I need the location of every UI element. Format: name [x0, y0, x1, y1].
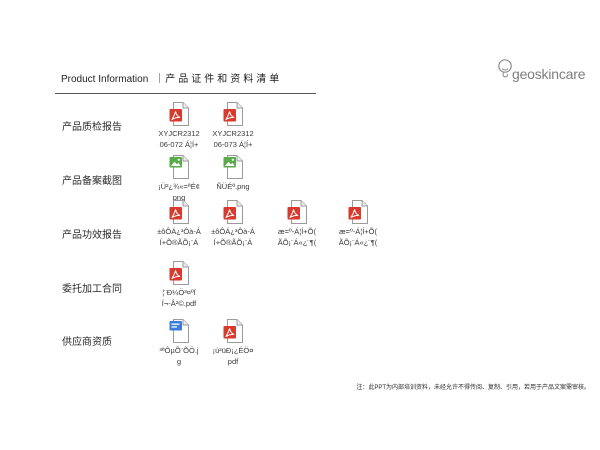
- file-name-line: ±ôÔÁ¿³Ôà-Á: [211, 227, 255, 236]
- file-name: ³ªÔµÕ¨ÕÖ.j g: [152, 345, 206, 367]
- file-name: ¡Ü²¿¾«=ªÉ¢ png: [152, 181, 206, 203]
- pdf-file-attachment[interactable]: ±ôÔÁ¿³Ôà-Á Í+Õ®ÃÕ¡¨Á: [152, 200, 206, 252]
- page-title-cn: 产品证件和资料清单: [165, 74, 283, 85]
- file-name: ¡ú²üÐ¡¿ÉÖ¤ pdf: [206, 345, 260, 367]
- file-name-line: æ=º-Á¦Í+Õ(: [277, 227, 317, 236]
- file-name-line: g: [176, 357, 182, 366]
- file-name-line: Í+Õ®ÃÕ¡¨Á: [213, 238, 253, 247]
- logo-text: geoskincare: [512, 66, 586, 82]
- png-file-icon: [169, 155, 189, 179]
- file-name: XYJCR2312 06-073 Á¦Í+: [206, 128, 260, 150]
- file-name-line: ÃÕ¡¨Á«¿¨¶(: [277, 238, 317, 247]
- png-file-icon: [223, 155, 243, 179]
- file-name: ¦¨Ð¼Ö³¤ºÏ Í¬-Â²©.pdf: [152, 287, 206, 309]
- file-name-line: ÑÜÉª.png: [216, 182, 250, 191]
- pdf-file-attachment[interactable]: XYJCR2312 06-073 Á¦Í+: [206, 102, 260, 154]
- file-name-line: ÃÕ¡¨Á«¿¨¶(: [338, 238, 378, 247]
- png-file-attachment[interactable]: ÑÜÉª.png: [206, 155, 260, 207]
- pdf-file-attachment[interactable]: ±ôÔÁ¿³Ôà-Á Í+Õ®ÃÕ¡¨Á: [206, 200, 260, 252]
- file-name: ÑÜÉª.png: [206, 181, 260, 192]
- pdf-file-icon: [223, 102, 243, 126]
- file-name-line: XYJCR2312: [158, 129, 200, 138]
- pdf-file-icon: [169, 200, 189, 224]
- geoskincare-logo-icon: [498, 59, 512, 78]
- row-label-quality-report: 产品质检报告: [62, 122, 122, 133]
- title-underline: [55, 93, 316, 94]
- file-name: æ=º-Á¦Í+Õ( ÃÕ¡¨Á«¿¨¶(: [270, 226, 324, 248]
- file-name-line: ¡ú²üÐ¡¿ÉÖ¤: [212, 346, 254, 355]
- file-name-line: XYJCR2312: [212, 129, 254, 138]
- pdf-file-icon: [223, 200, 243, 224]
- pdf-file-icon: [223, 319, 243, 343]
- pdf-file-icon: [287, 200, 307, 224]
- file-name-line: ¡Ü²¿¾«=ªÉ¢: [158, 182, 200, 191]
- file-name: XYJCR2312 06-072 Á¦Í+: [152, 128, 206, 150]
- file-name: ±ôÔÁ¿³Ôà-Á Í+Õ®ÃÕ¡¨Á: [206, 226, 260, 248]
- file-name-line: Í¬-Â²©.pdf: [161, 299, 197, 308]
- file-name-line: ±ôÔÁ¿³Ôà-Á: [157, 227, 201, 236]
- pdf-file-icon: [348, 200, 368, 224]
- page-title: Product Information ｜产品证件和资料清单: [61, 74, 282, 86]
- file-name: ±ôÔÁ¿³Ôà-Á Í+Õ®ÃÕ¡¨Á: [152, 226, 206, 248]
- file-name: æ=º-Á¦Í+Õ( ÃÕ¡¨Á«¿¨¶(: [331, 226, 385, 248]
- footer-note: 注：此PPT为内部培训资料，未经允许不得传阅、复制、引用，若用于产品文案需审核。: [356, 385, 590, 391]
- title-separator: ｜: [154, 74, 165, 85]
- image-file-icon: [169, 319, 189, 343]
- file-name-line: pdf: [227, 357, 239, 366]
- file-name-line: ³ªÔµÕ¨ÕÖ.j: [159, 346, 199, 355]
- file-name-line: png: [172, 193, 186, 202]
- pdf-file-attachment[interactable]: æ=º-Á¦Í+Õ( ÃÕ¡¨Á«¿¨¶(: [331, 200, 385, 252]
- file-name-line: ¦¨Ð¼Ö³¤ºÏ: [162, 288, 196, 297]
- row-label-oem-contract: 委托加工合同: [62, 284, 122, 295]
- row-label-filing-screenshot: 产品备案截图: [62, 176, 122, 187]
- pdf-file-attachment[interactable]: ¦¨Ð¼Ö³¤ºÏ Í¬-Â²©.pdf: [152, 261, 206, 313]
- png-file-attachment[interactable]: ¡Ü²¿¾«=ªÉ¢ png: [152, 155, 206, 207]
- pdf-file-icon: [169, 261, 189, 285]
- brand-logo: geoskincare: [497, 59, 592, 83]
- pdf-file-icon: [169, 102, 189, 126]
- pdf-file-attachment[interactable]: ¡ú²üÐ¡¿ÉÖ¤ pdf: [206, 319, 260, 371]
- file-name-line: æ=º-Á¦Í+Õ(: [338, 227, 378, 236]
- row-label-efficacy-report: 产品功效报告: [62, 230, 122, 241]
- page-title-en: Product Information: [61, 74, 149, 85]
- image-file-attachment[interactable]: ³ªÔµÕ¨ÕÖ.j g: [152, 319, 206, 371]
- file-name-line: 06-072 Á¦Í+: [159, 140, 199, 149]
- pdf-file-attachment[interactable]: XYJCR2312 06-072 Á¦Í+: [152, 102, 206, 154]
- file-name-line: Í+Õ®ÃÕ¡¨Á: [159, 238, 199, 247]
- pdf-file-attachment[interactable]: æ=º-Á¦Í+Õ( ÃÕ¡¨Á«¿¨¶(: [270, 200, 324, 252]
- row-label-supplier-qualification: 供应商资质: [62, 337, 112, 348]
- file-name-line: 06-073 Á¦Í+: [213, 140, 253, 149]
